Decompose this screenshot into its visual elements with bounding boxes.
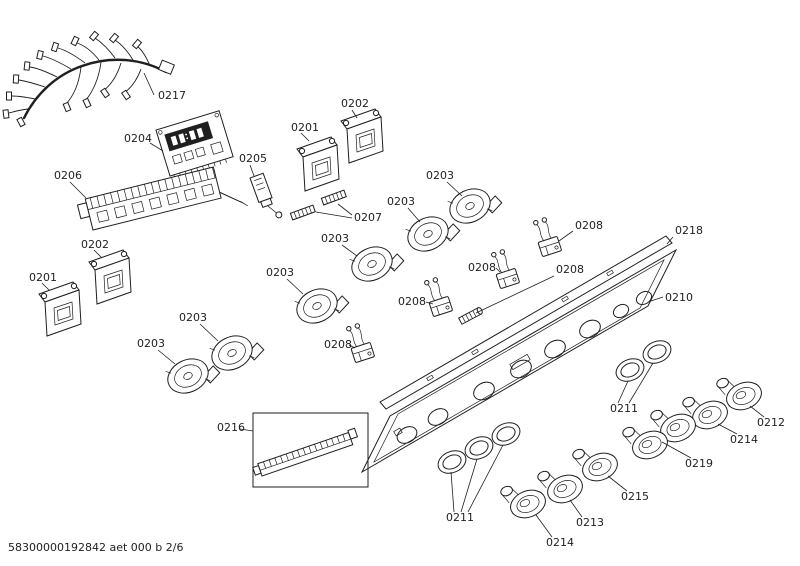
part-0217-wiring-harness <box>2 30 176 128</box>
part-label-0214-bottom: 0214 <box>546 536 574 549</box>
part-label-0207: 0207 <box>354 211 382 224</box>
part-label-0204: 0204 <box>124 132 152 145</box>
part-0210-control-panel <box>360 235 678 474</box>
part-label-0203-2: 0203 <box>387 195 415 208</box>
part-label-0211-bottom: 0211 <box>446 511 474 524</box>
part-0211-ring <box>433 446 471 478</box>
part-0201-switch-block-left <box>38 281 82 337</box>
part-label-0201-top: 0201 <box>291 121 319 134</box>
part-label-0208-1: 0208 <box>575 219 603 232</box>
part-label-0208-4: 0208 <box>398 295 426 308</box>
callout-leader-lines <box>41 72 765 538</box>
part-label-0203-3: 0203 <box>321 232 349 245</box>
part-label-0202-top: 0202 <box>341 97 369 110</box>
part-label-0206: 0206 <box>54 169 82 182</box>
part-0208-microswitch <box>421 275 454 318</box>
part-label-0217: 0217 <box>158 89 186 102</box>
part-0216-boxed-strip <box>252 412 369 488</box>
part-0208-microswitch <box>530 215 563 258</box>
part-label-0210: 0210 <box>665 291 693 304</box>
part-label-0216: 0216 <box>217 421 245 434</box>
part-0218-panel-flange <box>379 235 673 410</box>
callout-labels: 0217 0204 0202 0201 0205 0206 0203 0203 … <box>29 89 785 549</box>
part-label-0208-2: 0208 <box>468 261 496 274</box>
part-label-0214-right: 0214 <box>730 433 758 446</box>
part-0203-rotary-switch <box>290 277 352 331</box>
part-label-0203-6: 0203 <box>137 337 165 350</box>
part-0203-rotary-switch <box>345 235 407 289</box>
part-label-0203-4: 0203 <box>266 266 294 279</box>
part-0211-ring <box>487 418 525 450</box>
part-label-0203-1: 0203 <box>426 169 454 182</box>
part-0207-contact-strips <box>289 189 347 221</box>
part-0214-knob-bottom <box>498 474 551 525</box>
part-label-0208-3: 0208 <box>556 263 584 276</box>
part-0202-switch-block-left <box>88 249 132 305</box>
part-label-0212: 0212 <box>757 416 785 429</box>
part-label-0213: 0213 <box>576 516 604 529</box>
part-label-0218: 0218 <box>675 224 703 237</box>
part-0206-control-module <box>76 166 248 231</box>
part-0204-display-module <box>155 110 234 179</box>
part-label-0211-top: 0211 <box>610 402 638 415</box>
part-label-0201-left: 0201 <box>29 271 57 284</box>
part-label-0205: 0205 <box>239 152 267 165</box>
part-label-0215: 0215 <box>621 490 649 503</box>
part-0211-ring <box>638 336 676 368</box>
part-label-0203-5: 0203 <box>179 311 207 324</box>
part-label-0208-5: 0208 <box>324 338 352 351</box>
part-0202-switch-block-top <box>340 108 384 164</box>
part-0201-switch-block-top <box>296 136 340 192</box>
part-label-0219: 0219 <box>685 457 713 470</box>
part-label-0202-left: 0202 <box>81 238 109 251</box>
footer-code: 58300000192842 aet 000 b 2/6 <box>8 541 183 554</box>
part-0205-switch <box>249 172 283 219</box>
part-0203-rotary-switch <box>443 177 505 231</box>
part-0211-ring <box>460 432 498 464</box>
part-0208-contact-pin <box>457 307 483 325</box>
